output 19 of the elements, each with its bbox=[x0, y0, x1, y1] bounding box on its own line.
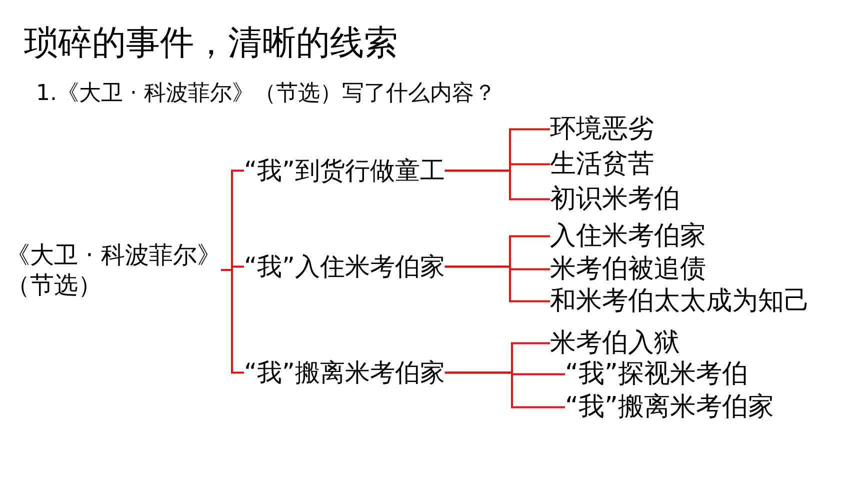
event-text: “我”到货行做童工 bbox=[244, 155, 445, 186]
bracket-line bbox=[444, 266, 550, 302]
detail-text: 入住米考伯家 bbox=[550, 220, 706, 252]
bracket-line bbox=[444, 372, 565, 408]
detail-text: 环境恶劣 bbox=[550, 113, 654, 146]
slide-title: 琐碎的事件，清晰的线索 bbox=[24, 22, 398, 64]
bracket-line bbox=[444, 170, 550, 200]
detail-text: 初识米考伯 bbox=[550, 183, 680, 216]
event-text: “我”入住米考伯家 bbox=[244, 251, 445, 282]
detail-text: 米考伯入狱 bbox=[550, 327, 680, 360]
event-text: “我”搬离米考伯家 bbox=[244, 357, 445, 388]
detail-text: “我”探视米考伯 bbox=[565, 358, 748, 390]
detail-text: “我”搬离米考伯家 bbox=[565, 391, 774, 424]
book-title-text: 《大卫 · 科波菲尔》（节选） bbox=[6, 240, 221, 300]
question-text: 1.《大卫 · 科波菲尔》（节选）写了什么内容？ bbox=[36, 80, 496, 108]
bracket-line bbox=[221, 269, 244, 374]
detail-text: 和米考伯太太成为知己 bbox=[550, 285, 810, 318]
detail-text: 米考伯被追债 bbox=[550, 253, 706, 286]
detail-text: 生活贫苦 bbox=[550, 148, 654, 180]
